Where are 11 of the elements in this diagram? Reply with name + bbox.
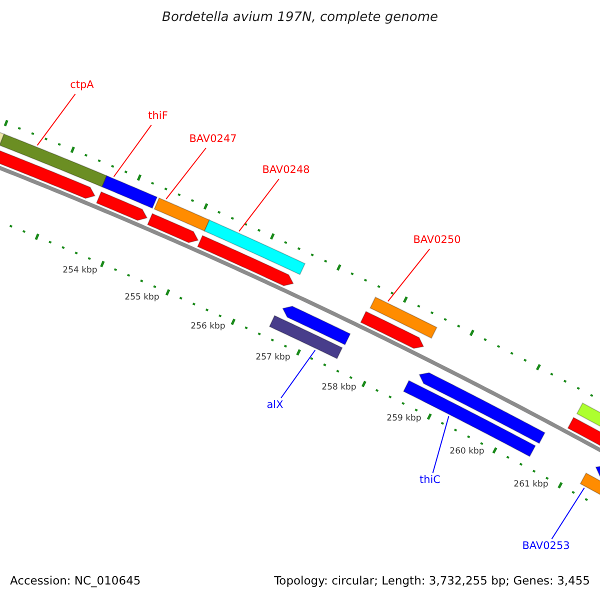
- genome-info-text: Topology: circular; Length: 3,732,255 bp; Genes: 3,455: [274, 574, 590, 588]
- accession-text: Accession: NC_010645: [10, 574, 141, 588]
- scale-label: 260 kbp: [450, 447, 484, 457]
- scale-label: 255 kbp: [124, 293, 160, 303]
- title: Bordetella avium 197N, complete genome: [162, 10, 438, 26]
- scale-label: 256 kbp: [190, 322, 226, 332]
- scale-label: 261 kbp: [514, 480, 548, 490]
- scale-label: 258 kbp: [322, 383, 356, 393]
- scale-label: 259 kbp: [386, 414, 422, 424]
- scale-label: 254 kbp: [62, 266, 98, 276]
- scale-label: 257 kbp: [256, 353, 290, 363]
